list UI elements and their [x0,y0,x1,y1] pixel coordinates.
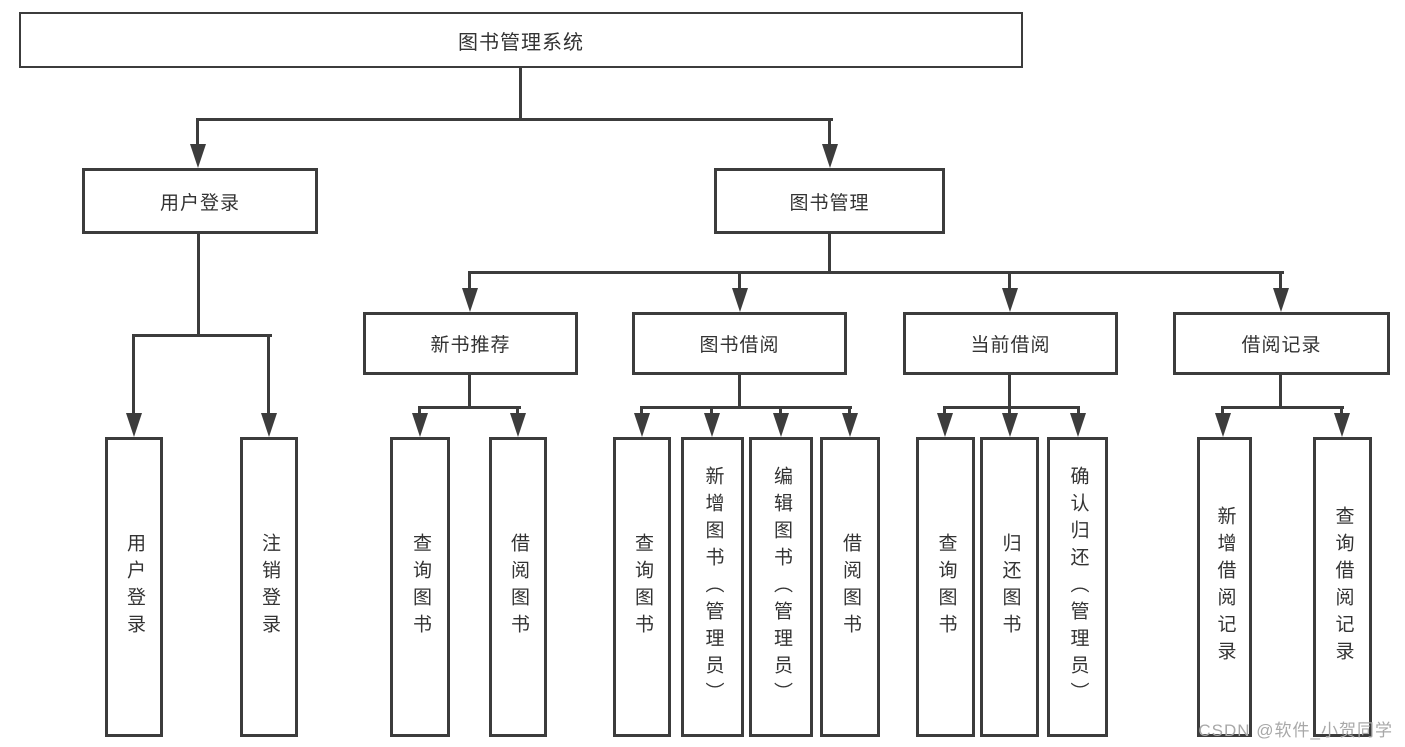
connector-line [828,234,831,274]
arrowhead-down [1002,288,1018,312]
connector-line [848,406,851,415]
arrowhead-down [462,288,478,312]
connector-line [418,406,421,415]
leaf-add-borrow-record: 新增借阅记录 [1197,437,1252,737]
arrowhead-down [1334,413,1350,437]
leaf-borrow-books-1: 借阅图书 [489,437,547,737]
connector-line [1008,271,1011,290]
leaf-label: 查询图书 [631,533,653,641]
connector-line [1008,406,1011,415]
leaf-label: 新增借阅记录 [1214,506,1236,668]
connector-line [738,271,741,290]
connector-line [267,334,270,415]
connector-line [943,406,946,415]
arrowhead-down [634,413,650,437]
leaf-edit-book-admin: 编辑图书（管理员） [749,437,813,737]
node-label: 图书管理 [789,192,870,214]
connector-line [1221,406,1224,415]
node-label: 图书管理系统 [458,31,584,54]
connector-line [943,406,1080,409]
connector-line [1279,375,1282,408]
leaf-label: 确认归还（管理员） [1067,465,1089,709]
arrowhead-down [510,413,526,437]
connector-line [519,68,522,120]
leaf-logout-login: 注销登录 [240,437,298,737]
leaf-label: 查询图书 [409,533,431,641]
connector-line [1340,406,1343,415]
connector-line [738,375,741,408]
leaf-label: 编辑图书（管理员） [770,465,792,709]
leaf-label: 归还图书 [999,533,1021,641]
arrowhead-down [732,288,748,312]
leaf-confirm-return-admin: 确认归还（管理员） [1047,437,1108,737]
leaf-query-books-1: 查询图书 [390,437,450,737]
connector-line [197,234,200,336]
leaf-add-book-admin: 新增图书（管理员） [681,437,744,737]
node-book-management: 图书管理 [714,168,945,234]
leaf-label: 用户登录 [123,533,145,641]
leaf-label: 借阅图书 [839,533,861,641]
arrowhead-down [1215,413,1231,437]
arrowhead-down [704,413,720,437]
arrowhead-down [1002,413,1018,437]
connector-line [132,334,272,337]
connector-line [1008,375,1011,408]
connector-line [779,406,782,415]
connector-line [640,406,643,415]
leaf-query-books-3: 查询图书 [916,437,975,737]
leaf-user-login: 用户登录 [105,437,163,737]
node-book-borrowing: 图书借阅 [632,312,847,375]
connector-line [468,375,471,408]
arrowhead-down [261,413,277,437]
connector-line [516,406,519,415]
arrowhead-down [1070,413,1086,437]
leaf-label: 查询图书 [935,533,957,641]
arrowhead-down [126,413,142,437]
leaf-label: 查询借阅记录 [1332,506,1354,668]
node-label: 新书推荐 [430,335,511,356]
watermark: CSDN @软件_小贺同学 [1198,721,1393,740]
connector-line [1279,271,1282,290]
leaf-label: 注销登录 [258,533,280,641]
connector-line [710,406,713,415]
arrowhead-down [937,413,953,437]
arrowhead-down [190,144,206,168]
leaf-return-books: 归还图书 [980,437,1039,737]
leaf-borrow-books-2: 借阅图书 [820,437,880,737]
arrowhead-down [822,144,838,168]
connector-line [197,118,833,121]
connector-line [418,406,521,409]
connector-line [1221,406,1344,409]
leaf-label: 新增图书（管理员） [702,465,724,709]
connector-line [196,118,199,146]
connector-line [132,334,135,415]
arrowhead-down [412,413,428,437]
node-label: 用户登录 [159,192,240,214]
connector-line [828,118,831,146]
node-label: 借阅记录 [1241,335,1322,356]
arrowhead-down [773,413,789,437]
connector-line [468,271,1284,274]
leaf-query-borrow-record: 查询借阅记录 [1313,437,1372,737]
node-library-system: 图书管理系统 [19,12,1023,68]
node-user-login: 用户登录 [82,168,318,234]
leaf-label: 借阅图书 [507,533,529,641]
connector-line [468,271,471,290]
node-current-borrowing: 当前借阅 [903,312,1118,375]
arrowhead-down [1273,288,1289,312]
node-new-book-recommend: 新书推荐 [363,312,578,375]
connector-line [1077,406,1080,415]
arrowhead-down [842,413,858,437]
node-label: 图书借阅 [699,335,780,356]
node-label: 当前借阅 [970,335,1051,356]
leaf-query-books-2: 查询图书 [613,437,671,737]
connector-line [640,406,852,409]
node-borrowing-records: 借阅记录 [1173,312,1390,375]
